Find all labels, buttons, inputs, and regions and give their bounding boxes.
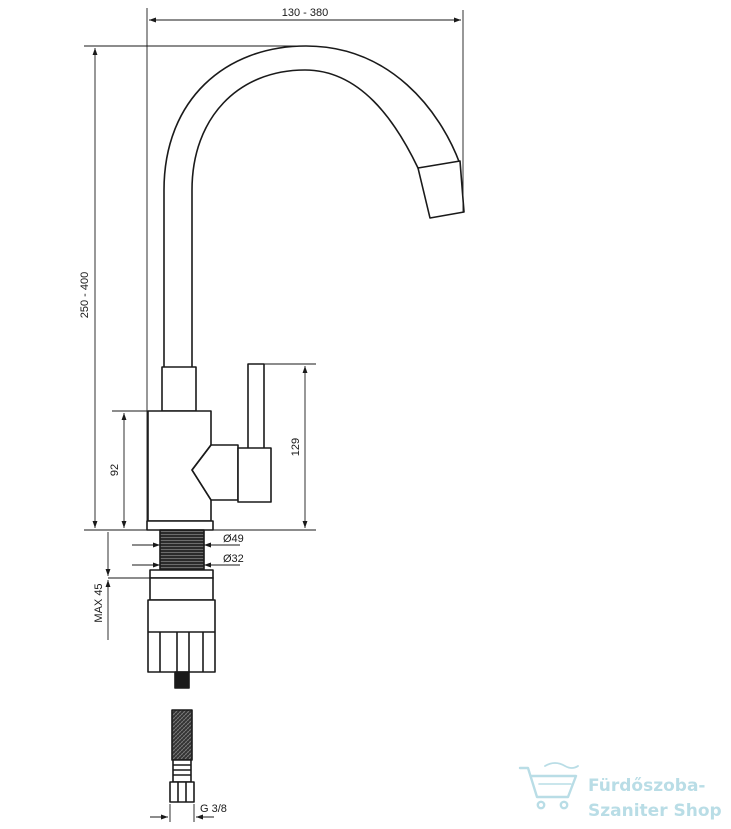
spout <box>163 45 461 367</box>
base-ring <box>146 520 214 531</box>
shopping-cart-icon <box>518 762 579 810</box>
nipple <box>174 671 190 689</box>
dim-width-label: 130 - 380 <box>282 7 328 19</box>
dim-lever-height-label: 129 <box>290 438 302 456</box>
washer <box>149 569 214 579</box>
flex-hose <box>171 709 193 761</box>
mounting-nut-upper <box>149 577 214 601</box>
watermark-line1: Fürdőszoba- <box>588 776 706 796</box>
dim-body-height-label: 92 <box>109 464 121 476</box>
aerator <box>417 160 465 219</box>
dim-max-mount-label: MAX 45 <box>93 583 105 622</box>
faucet-outline <box>146 45 465 803</box>
lever-handle <box>247 363 265 455</box>
watermark: Fürdőszoba- Szaniter Shop <box>518 762 722 821</box>
dimension-lines <box>84 8 464 822</box>
dim-connector-label: G 3/8 <box>200 803 227 815</box>
neck-collar <box>161 366 197 412</box>
mounting-nut <box>147 599 216 673</box>
threaded-rod <box>159 529 205 571</box>
dim-height-label: 250 - 400 <box>79 272 91 318</box>
dim-diameter-thread-label: Ø32 <box>223 553 244 565</box>
hose-crimp <box>172 759 192 783</box>
watermark-line2: Szaniter Shop <box>588 801 722 821</box>
dim-diameter-base-label: Ø49 <box>223 533 244 545</box>
lever-base <box>237 447 272 503</box>
hose-nut <box>169 781 195 803</box>
